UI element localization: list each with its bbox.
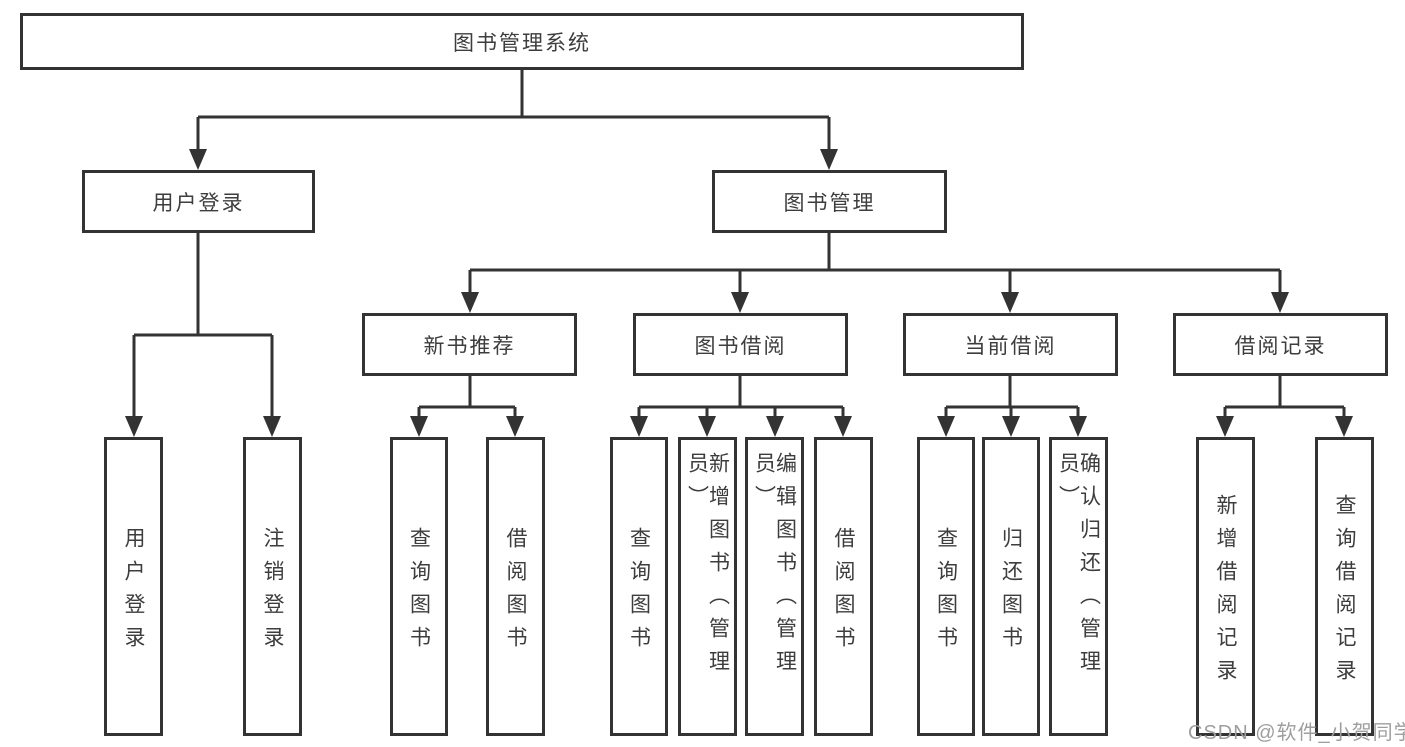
node-label: 借阅记录 [1234, 334, 1327, 358]
arrow-icon [410, 416, 428, 437]
node-borrowing-records: 借阅记录 [1173, 313, 1388, 376]
arrow-icon [937, 416, 955, 437]
node-leaf-current-return-books: 归还图书 [982, 437, 1040, 736]
node-leaf-borrowing-query-books: 查询图书 [610, 437, 668, 736]
node-label: 查询图书 [934, 526, 958, 659]
arrow-icon [125, 416, 143, 437]
node-label: 用户登录 [122, 526, 145, 659]
arrow-icon [461, 292, 479, 313]
node-leaf-recommendation-query-books: 查询图书 [390, 437, 448, 736]
arrow-icon [506, 416, 524, 437]
node-leaf-borrowing-edit-books-admin: 编辑图书（管理员） [745, 437, 804, 736]
arrow-icon [630, 416, 648, 437]
node-label: 图书管理 [783, 191, 876, 215]
node-label: 查询图书 [407, 526, 431, 659]
node-label: 查询借阅记录 [1333, 493, 1356, 692]
arrow-icon [1335, 416, 1353, 437]
node-label: 新增借阅记录 [1214, 493, 1237, 692]
node-label: 编辑图书（管理员） [752, 452, 797, 683]
arrow-icon [1216, 416, 1234, 437]
node-leaf-borrowing-add-books-admin: 新增图书（管理员） [678, 437, 737, 736]
node-library-management-system: 图书管理系统 [20, 13, 1024, 70]
watermark: CSDN @软件_小贺同学 [1188, 722, 1405, 744]
node-leaf-current-query-books: 查询图书 [917, 437, 975, 736]
node-label: 图书借阅 [694, 334, 787, 358]
node-label: 查询图书 [627, 526, 651, 659]
node-label: 用户登录 [152, 191, 245, 215]
node-label: 新增图书（管理员） [685, 452, 730, 683]
arrow-icon [1002, 416, 1020, 437]
arrow-icon [766, 416, 784, 437]
node-book-borrowing: 图书借阅 [633, 313, 848, 376]
arrow-icon [263, 416, 281, 437]
node-label: 图书管理系统 [453, 31, 591, 55]
node-leaf-user-login: 用户登录 [104, 437, 163, 736]
node-label: 确认归还（管理员） [1056, 452, 1101, 683]
node-label: 借阅图书 [832, 526, 855, 659]
arrow-icon [834, 416, 852, 437]
node-leaf-borrowing-borrow-books: 借阅图书 [814, 437, 873, 736]
arrow-icon [1069, 416, 1087, 437]
arrow-icon [731, 292, 749, 313]
arrow-icon [1271, 292, 1289, 313]
arrow-icon [1001, 292, 1019, 313]
node-label: 当前借阅 [964, 334, 1057, 358]
node-new-book-recommendation: 新书推荐 [362, 313, 577, 376]
arrow-icon [820, 149, 838, 170]
node-leaf-current-confirm-return-admin: 确认归还（管理员） [1049, 437, 1108, 736]
node-label: 借阅图书 [504, 526, 527, 659]
node-leaf-records-query-borrow-record: 查询借阅记录 [1315, 437, 1374, 736]
arrow-icon [698, 416, 716, 437]
node-book-management: 图书管理 [712, 170, 947, 233]
node-label: 归还图书 [999, 526, 1023, 659]
node-current-borrowing: 当前借阅 [903, 313, 1118, 376]
node-label: 新书推荐 [423, 334, 516, 358]
node-user-login: 用户登录 [82, 170, 315, 233]
arrow-icon [189, 149, 207, 170]
node-leaf-logout: 注销登录 [243, 437, 302, 736]
node-label: 注销登录 [261, 526, 284, 659]
node-leaf-recommendation-borrow-books: 借阅图书 [486, 437, 545, 736]
node-leaf-records-add-borrow-record: 新增借阅记录 [1196, 437, 1255, 736]
